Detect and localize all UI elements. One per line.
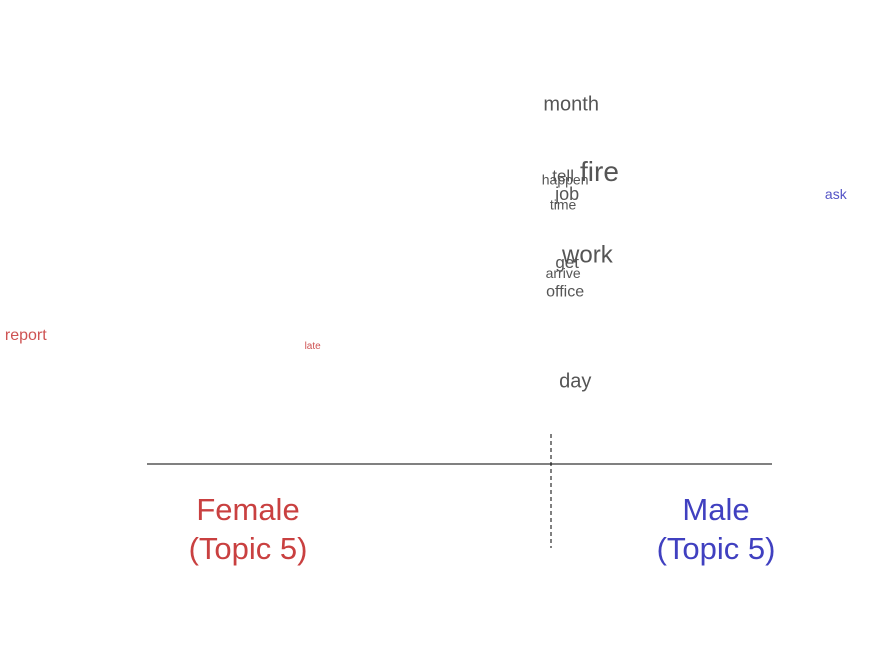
female-group-sublabel: (Topic 5) (189, 531, 308, 566)
male-group-sublabel: (Topic 5) (657, 531, 776, 566)
male-group-label: Male (682, 492, 749, 527)
word-label-office: office (546, 284, 584, 301)
word-label-job: job (554, 184, 579, 204)
word-label-happen: happen (542, 172, 589, 188)
word-label-day: day (559, 371, 591, 393)
word-label-report: report (5, 327, 47, 344)
word-label-late: late (305, 341, 322, 352)
word-label-month: month (543, 93, 599, 115)
word-label-ask: ask (825, 186, 848, 202)
word-label-get: get (555, 253, 579, 272)
word-label-time: time (550, 197, 577, 213)
word-label-arrive: arrive (546, 265, 581, 281)
word-label-fire: fire (580, 156, 619, 187)
female-group-label: Female (196, 492, 299, 527)
word-label-work: work (561, 242, 614, 269)
word-label-tell: tell (552, 167, 574, 186)
